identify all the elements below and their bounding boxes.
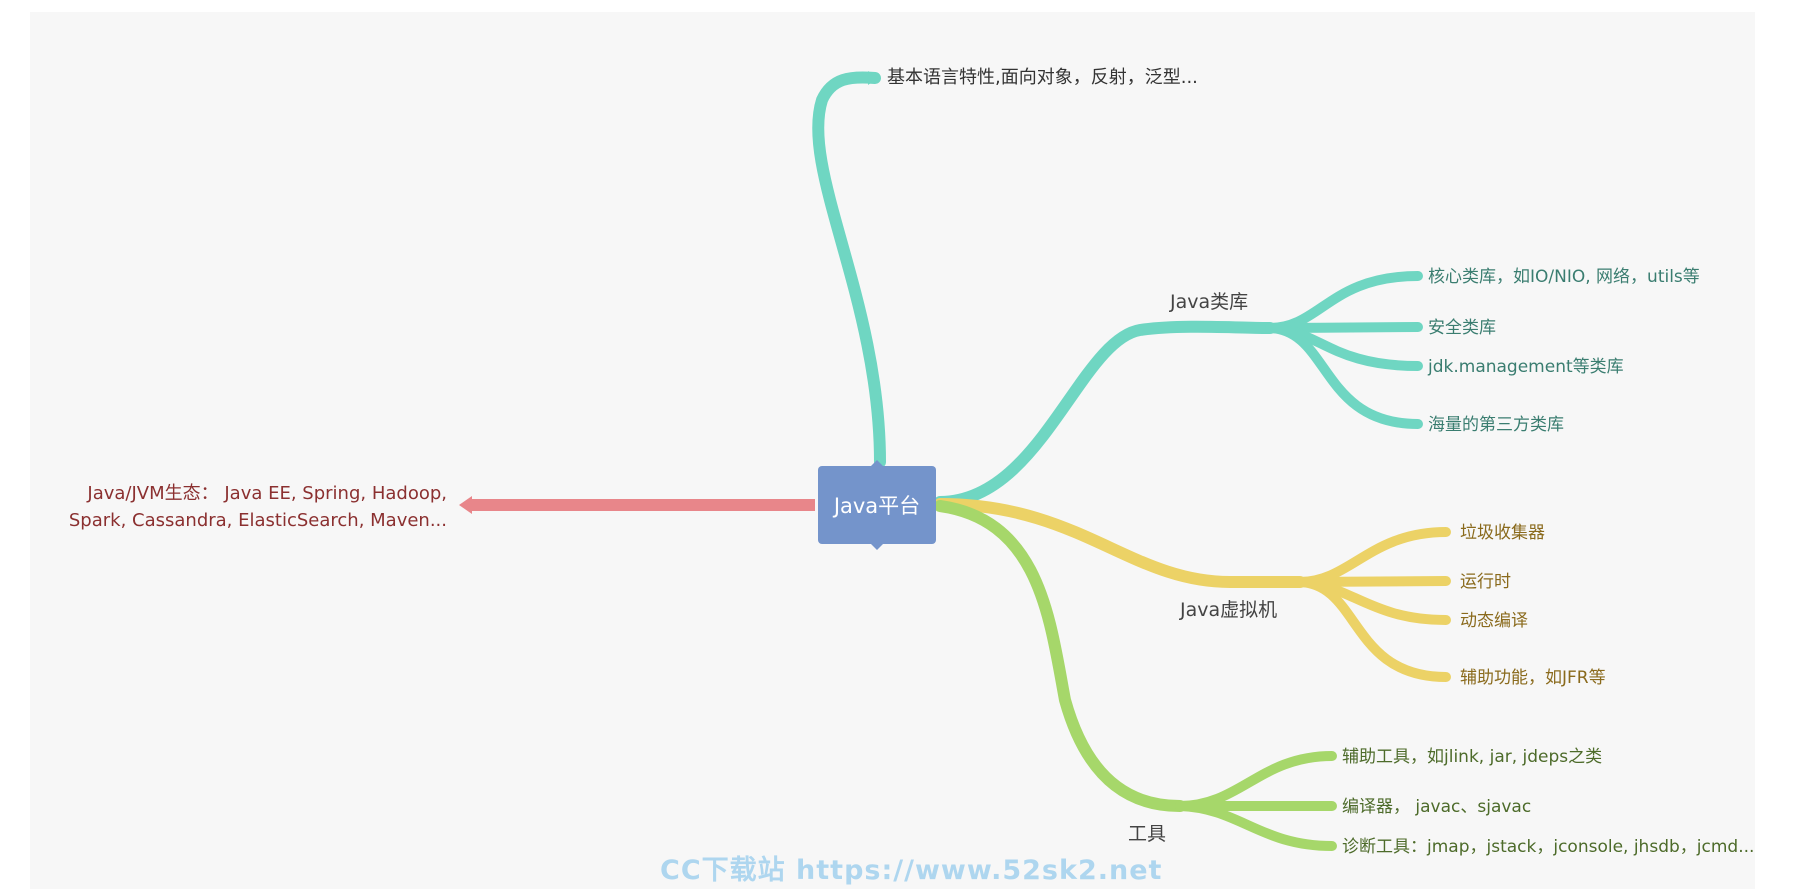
jvm-label[interactable]: Java虚拟机	[1180, 599, 1278, 621]
lang-label[interactable]: 基本语言特性,面向对象，反射，泛型...	[887, 67, 1198, 88]
connector-library	[934, 320, 1276, 508]
library-child-management[interactable]: jdk.management等类库	[1428, 357, 1624, 377]
library-child-core[interactable]: 核心类库，如IO/NIO, 网络，utils等	[1428, 267, 1700, 287]
connector-library-children	[1265, 271, 1423, 429]
mindmap-canvas	[30, 12, 1755, 889]
library-label[interactable]: Java类库	[1170, 291, 1249, 313]
arrow-ecosystem	[459, 496, 472, 514]
connector-tools-children	[1175, 751, 1337, 851]
jvm-child-aux[interactable]: 辅助功能，如JFR等	[1460, 668, 1606, 688]
jvm-child-jit[interactable]: 动态编译	[1460, 611, 1528, 631]
tools-child-aux[interactable]: 辅助工具，如jlink, jar, jdeps之类	[1342, 747, 1603, 767]
connector-jvm-children	[1295, 527, 1451, 682]
root-node[interactable]: Java平台	[818, 460, 936, 550]
connector-tools	[934, 500, 1186, 812]
tools-label[interactable]: 工具	[1128, 823, 1167, 845]
tools-child-compiler[interactable]: 编译器， javac、sjavac	[1342, 797, 1532, 817]
tools-child-diagnostic[interactable]: 诊断工具：jmap，jstack，jconsole, jhsdb，jcmd...	[1342, 837, 1755, 857]
arrow-lang	[868, 71, 878, 85]
ecosystem-label-line2[interactable]: Spark, Cassandra, ElasticSearch, Maven..…	[68, 510, 447, 531]
jvm-child-runtime[interactable]: 运行时	[1460, 572, 1511, 592]
connector-lang	[812, 71, 886, 468]
connector-jvm	[934, 498, 1306, 589]
jvm-child-gc[interactable]: 垃圾收集器	[1460, 523, 1545, 543]
library-child-thirdparty[interactable]: 海量的第三方类库	[1428, 415, 1564, 435]
library-child-security[interactable]: 安全类库	[1428, 318, 1496, 338]
ecosystem-label-line1[interactable]: Java/JVM生态： Java EE, Spring, Hadoop,	[87, 483, 447, 504]
watermark: CC下载站 https://www.52sk2.net	[660, 855, 1163, 886]
